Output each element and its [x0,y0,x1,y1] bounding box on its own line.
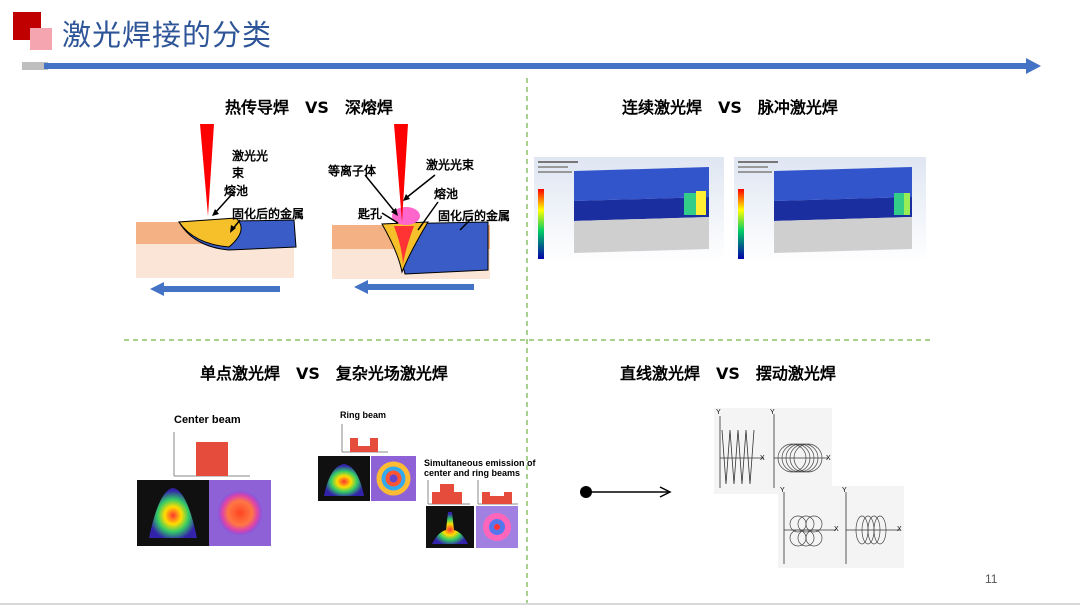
page-title: 激光焊接的分类 [62,18,273,52]
label-beam-left-2: 束 [232,166,245,180]
linear-path-arrow [580,486,672,498]
ring-beam-profile [341,424,388,453]
axis-y-label-2: Y [770,409,775,416]
label-beam-left: 激光光 [232,149,269,163]
axis-x-label-3: X [834,526,839,533]
page-number: 11 [985,572,998,586]
ring-beam-3d-image [318,456,370,501]
label-plasma: 等离子体 [328,164,377,178]
travel-arrow-right [354,280,474,294]
travel-arrow-left [150,282,280,296]
section-title-continuous-vs-pulse: 连续激光焊 VS 脉冲激光焊 [622,98,838,117]
logo-mark [13,12,53,52]
keyhole-pointers [364,174,473,231]
combined-beam-profile-1 [427,480,470,505]
pulse-weld-simulation [734,157,926,263]
label-center-beam: Center beam [174,414,241,426]
label-solid-right: 固化后的金属 [438,209,511,223]
label-simultaneous-1: Simultaneous emission of [424,458,536,468]
center-beam-3d-image [137,480,209,546]
center-beam-spot-image [209,480,271,546]
ring-beam-spot-image [371,456,416,501]
section-title-linear-vs-wobble: 直线激光焊 VS 摆动激光焊 [620,364,836,383]
keyhole-weld-diagram [332,124,490,279]
axis-y-label-3: Y [780,487,785,494]
label-solid-left: 固化后的金属 [232,207,305,221]
logo-square-pink [30,28,52,50]
continuous-weld-simulation [534,157,724,263]
label-keyhole: 匙孔 [358,207,383,221]
axis-y-label: Y [716,409,721,416]
label-pool-left: 熔池 [224,184,249,198]
combined-beam-3d-image [426,506,474,548]
footer-line [0,603,1080,605]
axis-y-label-4: Y [842,487,847,494]
axis-x-label-4: X [897,526,902,533]
label-pool-right: 熔池 [434,187,459,201]
section-title-conduction-vs-keyhole: 热传导焊 VS 深熔焊 [225,98,393,117]
section-title-single-vs-complex: 单点激光焊 VS 复杂光场激光焊 [200,364,448,383]
center-beam-profile [173,432,250,477]
wobble-circle-plot [768,408,832,494]
label-simultaneous-2: center and ring beams [424,468,521,478]
wobble-zigzag-plot [714,408,768,494]
conduction-weld-diagram [136,124,297,278]
axis-x-label: X [760,455,765,462]
label-ring-beam: Ring beam [340,410,387,420]
combined-beam-spot-image [476,506,518,548]
header-arrow [22,58,1041,74]
combined-beam-profile-2 [477,480,518,505]
wobble-ellipse-plot [840,486,904,568]
conduction-pointers [212,192,241,233]
wobble-overlap-circle-plot [778,486,840,568]
label-beam-right: 激光光束 [426,158,475,172]
axis-x-label-2: X [826,455,831,462]
